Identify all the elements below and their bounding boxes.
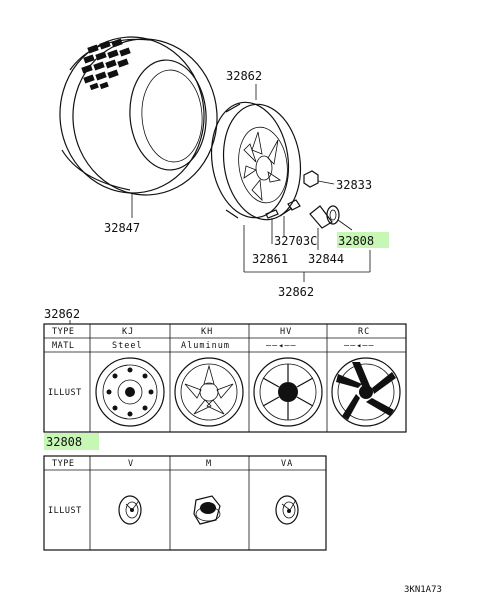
label-valve: 32861	[252, 252, 288, 266]
table1-row-type: TYPE	[52, 327, 74, 337]
cap-label-highlight	[337, 232, 389, 248]
ornament-illustration	[309, 205, 333, 250]
center-cap-illustration	[326, 205, 353, 231]
label-nut: 32833	[336, 178, 372, 192]
wheel-type-table: 32862 TYPE MATL ILLUST KJ KH HV RC Steel…	[43, 307, 407, 433]
drawing-code: 3KN1A73	[404, 585, 442, 595]
cap-type-table: 32808 TYPE ILLUST V M VA	[43, 435, 327, 551]
label-cap: 32808	[338, 234, 374, 248]
illust-rc-wheel	[331, 357, 401, 427]
table1-matl-rc: ——◂——	[344, 341, 375, 351]
table2-type-v: V	[128, 459, 134, 469]
wheel-illustration	[210, 84, 302, 221]
balance-weight-illustration	[265, 209, 279, 244]
table2-type-va: VA	[281, 459, 293, 469]
label-wheel-group: 32862	[278, 285, 314, 299]
illust-cap-va	[275, 495, 299, 525]
label-ornament: 32844	[308, 252, 344, 266]
table1-matl-kj: Steel	[112, 341, 143, 351]
table2-row-illust: ILLUST	[48, 506, 82, 516]
illust-hv-wheel	[253, 357, 323, 427]
group-bracket	[243, 225, 371, 282]
table1-type-kh: KH	[201, 327, 213, 337]
table1-type-kj: KJ	[122, 327, 134, 337]
illust-steel-wheel	[95, 357, 165, 427]
label-tire: 32847	[104, 221, 140, 235]
table1-title: 32862	[44, 307, 80, 321]
table1-matl-kh: Aluminum	[181, 341, 230, 351]
valve-illustration	[279, 199, 301, 236]
table2-title: 32808	[46, 435, 82, 449]
label-wheel: 32862	[226, 69, 262, 83]
table1-row-illust: ILLUST	[48, 388, 82, 398]
table2-type-m: M	[206, 459, 212, 469]
table1-matl-hv: ——◂——	[266, 341, 297, 351]
illust-cap-m	[193, 495, 221, 525]
table2-row-type: TYPE	[52, 459, 74, 469]
table2-title-highlight	[44, 433, 99, 450]
illust-aluminum-wheel	[174, 357, 244, 427]
table1-type-hv: HV	[280, 327, 292, 337]
illust-cap-v	[118, 495, 142, 525]
tire-illustration	[59, 36, 218, 218]
table1-row-matl: MATL	[52, 341, 74, 351]
label-weight: 32703C	[274, 234, 317, 248]
lug-nut-illustration	[303, 170, 335, 188]
table1-type-rc: RC	[358, 327, 370, 337]
